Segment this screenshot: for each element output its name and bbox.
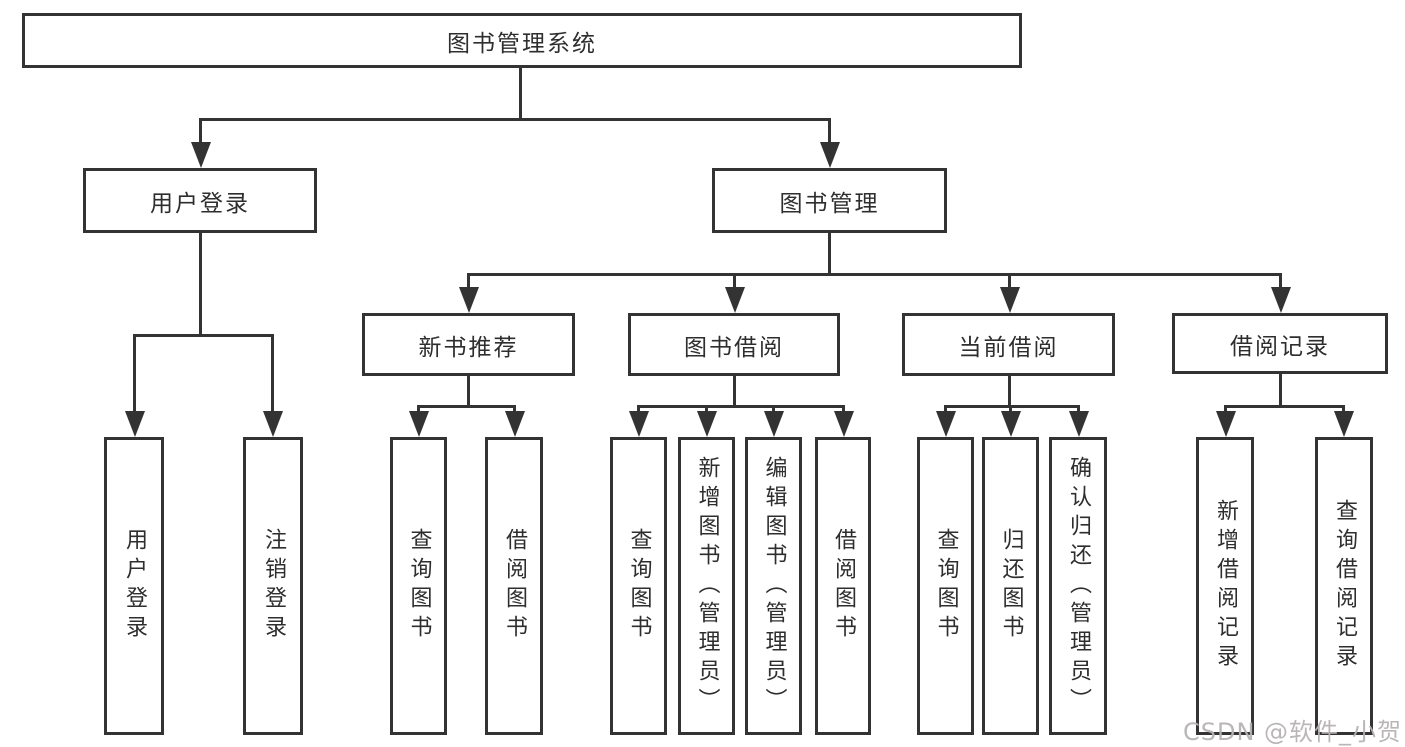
connector-line bbox=[1077, 405, 1080, 415]
connector-line bbox=[1279, 374, 1282, 405]
node-borrow-record: 借阅记录 bbox=[1172, 313, 1388, 374]
node-root: 图书管理系统 bbox=[22, 13, 1022, 68]
connector-line bbox=[133, 334, 274, 337]
leaf-newrec-query-book: 查询图书 bbox=[390, 437, 447, 735]
leaf-borrow-add-book-admin: 新增图书（管理员） bbox=[678, 437, 735, 735]
leaf-current-confirm-return-admin: 确认归还（管理员） bbox=[1049, 437, 1107, 735]
arrowhead bbox=[191, 142, 211, 168]
connector-line bbox=[1224, 405, 1227, 415]
connector-line bbox=[1008, 273, 1011, 291]
connector-line bbox=[1009, 405, 1012, 415]
arrowhead bbox=[697, 411, 717, 437]
arrowhead bbox=[1216, 411, 1236, 437]
connector-line bbox=[513, 405, 516, 415]
leaf-borrow-edit-book-admin: 编辑图书（管理员） bbox=[745, 437, 802, 735]
connector-line bbox=[944, 405, 947, 415]
watermark: CSDN @软件_小贺同学 bbox=[1183, 718, 1403, 746]
connector-line bbox=[271, 334, 274, 414]
arrowhead bbox=[1069, 411, 1089, 437]
connector-line bbox=[637, 405, 844, 408]
connector-line bbox=[637, 405, 640, 415]
arrowhead bbox=[459, 287, 479, 313]
leaf-user-login: 用户登录 bbox=[104, 437, 164, 735]
connector-line bbox=[1008, 376, 1011, 407]
leaf-record-query-borrow-record: 查询借阅记录 bbox=[1315, 437, 1373, 735]
arrowhead bbox=[936, 411, 956, 437]
connector-line bbox=[467, 376, 470, 407]
leaf-current-query-book: 查询图书 bbox=[917, 437, 974, 735]
connector-line bbox=[199, 118, 202, 146]
connector-line bbox=[828, 233, 831, 273]
node-book-borrow: 图书借阅 bbox=[628, 313, 840, 376]
connector-line bbox=[772, 405, 775, 415]
node-book-management: 图书管理 bbox=[712, 168, 947, 233]
connector-line bbox=[733, 376, 736, 405]
connector-line bbox=[519, 68, 522, 118]
connector-line bbox=[417, 405, 516, 408]
connector-line bbox=[828, 118, 831, 146]
node-user-login: 用户登录 bbox=[83, 168, 317, 233]
connector-line bbox=[133, 334, 136, 414]
arrowhead bbox=[834, 411, 854, 437]
leaf-record-add-borrow-record: 新增借阅记录 bbox=[1196, 437, 1254, 735]
connector-line bbox=[705, 405, 708, 415]
connector-line bbox=[199, 118, 831, 121]
connector-line bbox=[733, 273, 736, 291]
connector-line bbox=[1342, 405, 1345, 415]
connector-line bbox=[1279, 273, 1282, 291]
leaf-current-return-book: 归还图书 bbox=[982, 437, 1039, 735]
node-current-borrow: 当前借阅 bbox=[902, 313, 1115, 376]
connector-line bbox=[1224, 405, 1345, 408]
leaf-newrec-borrow-book: 借阅图书 bbox=[485, 437, 543, 735]
connector-line bbox=[467, 273, 470, 291]
arrowhead bbox=[505, 411, 525, 437]
node-new-book-recommend: 新书推荐 bbox=[362, 313, 575, 376]
arrowhead bbox=[263, 411, 283, 437]
arrowhead bbox=[125, 411, 145, 437]
arrowhead bbox=[409, 411, 429, 437]
arrowhead bbox=[629, 411, 649, 437]
arrowhead bbox=[764, 411, 784, 437]
connector-line bbox=[842, 405, 845, 415]
arrowhead bbox=[1271, 287, 1291, 313]
connector-line bbox=[467, 273, 1281, 276]
connector-line bbox=[417, 405, 420, 415]
arrowhead bbox=[1001, 411, 1021, 437]
arrowhead bbox=[725, 287, 745, 313]
connector-line bbox=[199, 233, 202, 334]
leaf-borrow-query-book: 查询图书 bbox=[610, 437, 667, 735]
arrowhead bbox=[1000, 287, 1020, 313]
arrowhead bbox=[820, 142, 840, 168]
leaf-borrow-borrow-book: 借阅图书 bbox=[815, 437, 871, 735]
arrowhead bbox=[1334, 411, 1354, 437]
leaf-logout-login: 注销登录 bbox=[243, 437, 303, 735]
